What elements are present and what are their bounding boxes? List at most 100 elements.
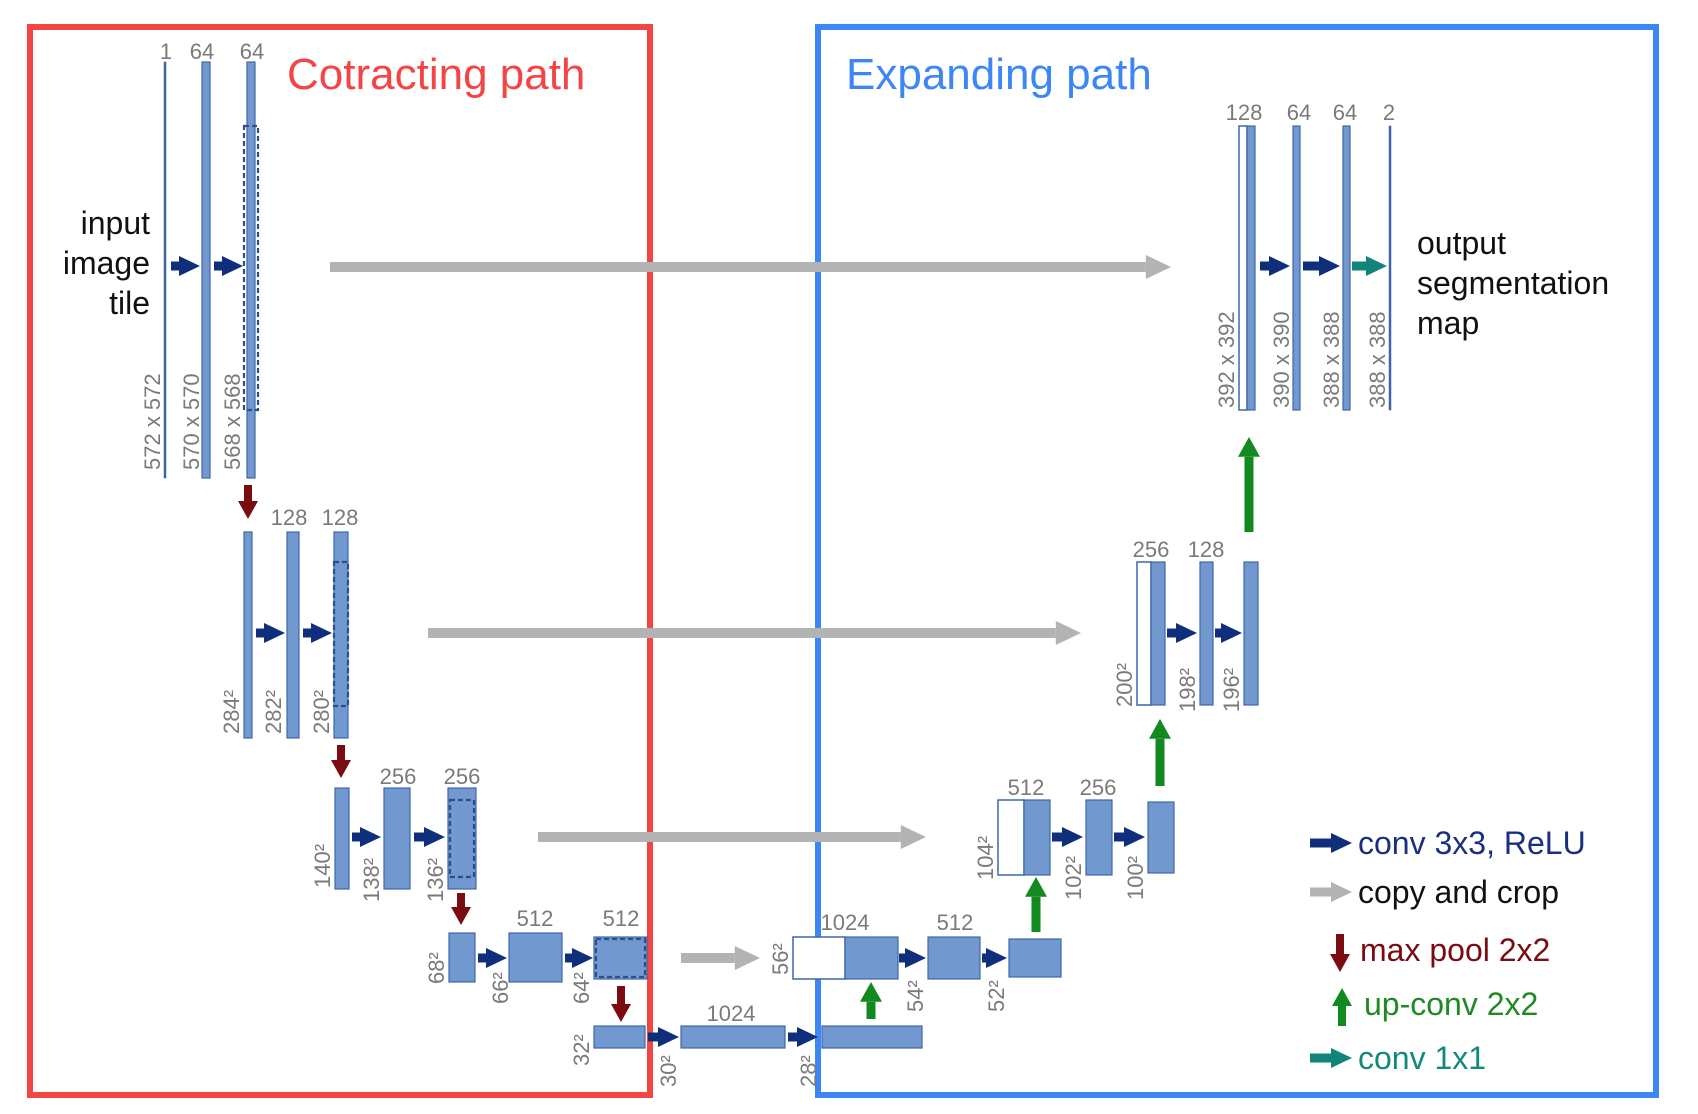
dim-label-sz-200: 200² (1112, 663, 1137, 707)
fmap-l4-conv2 (593, 936, 648, 980)
legend-pool-arrow (1330, 934, 1350, 972)
dim-label-sz-56: 56² (768, 943, 793, 975)
dim-label-ch-128c: 128 (1188, 537, 1225, 562)
fmap-l3-conv1 (383, 787, 411, 890)
input-tile (163, 61, 167, 479)
fmap-up2-conv2 (1243, 561, 1259, 706)
dim-label-sz-68: 68² (424, 952, 449, 984)
dim-label-sz-570: 570 x 570 (179, 373, 204, 470)
fmap-l1-conv1 (201, 61, 211, 479)
max-pool-arrow-1 (238, 485, 258, 519)
fmap-up3-upconv (1023, 799, 1051, 876)
dim-label-ch-256a: 256 (380, 764, 417, 789)
fmap-up1-conv1 (1292, 125, 1301, 411)
fmap-l2-conv1 (286, 531, 300, 739)
fmap-bottom-pool (593, 1025, 646, 1049)
input-label-line-2: image (63, 245, 150, 281)
dim-label-sz-284: 284² (219, 690, 244, 734)
fmap-l3-pool (334, 787, 350, 890)
conv-arrow-12 (982, 948, 1007, 968)
dim-label-ch-512a: 512 (517, 906, 554, 931)
dim-label-ch-128d: 128 (1226, 100, 1263, 125)
dim-label-sz-32: 32² (569, 1034, 594, 1066)
dim-label-sz-388b: 388 x 388 (1365, 311, 1390, 408)
dim-label-ch-256d: 256 (1133, 537, 1170, 562)
dim-label-sz-66: 66² (488, 972, 513, 1004)
fmap-up4-conv1 (927, 936, 981, 980)
conv-arrow-5 (352, 827, 381, 847)
fmap-l3-conv2 (447, 787, 477, 890)
up-conv-arrow-2 (1025, 877, 1047, 932)
fmap-l2-crop (332, 560, 350, 708)
fmap-up1-copy (1238, 125, 1248, 411)
dim-label-sz-388a: 388 x 388 (1319, 311, 1344, 408)
fmap-up3-conv1 (1085, 799, 1113, 876)
dim-label-ch-1: 1 (160, 39, 172, 64)
dim-label-sz-198: 198² (1175, 668, 1200, 712)
conv-arrow-4 (303, 623, 332, 643)
fmap-up4-conv2 (1008, 938, 1062, 978)
dim-label-ch-256c: 256 (1080, 775, 1117, 800)
dim-label-sz-28: 28² (796, 1055, 821, 1087)
legend-up-label: up-conv 2x2 (1364, 986, 1538, 1022)
dim-label-sz-64: 64² (569, 972, 594, 1004)
dim-label-sz-102: 102² (1061, 856, 1086, 900)
dim-label-sz-140: 140² (310, 844, 335, 888)
max-pool-arrow-4 (611, 986, 631, 1022)
fmap-up2-conv1 (1199, 561, 1214, 706)
conv-arrow-9 (648, 1027, 679, 1047)
output-map (1388, 125, 1392, 411)
copy-crop-arrow-4 (681, 946, 760, 970)
dim-label-sz-54: 54² (903, 980, 928, 1012)
fmap-l4-pool (448, 932, 476, 983)
legend-conv-arrow (1310, 833, 1352, 853)
fmap-up1-conv2 (1342, 125, 1351, 411)
legend-conv1x1-label: conv 1x1 (1358, 1040, 1486, 1076)
dim-label-ch-128a: 128 (271, 505, 308, 530)
fmap-bottom-conv1 (680, 1025, 786, 1049)
operation-arrows (171, 256, 1387, 1047)
dim-label-ch-2: 2 (1383, 100, 1395, 125)
fmap-l4-conv1 (508, 932, 563, 983)
dim-label-sz-568: 568 x 568 (220, 373, 245, 470)
fmap-up1-upconv (1246, 125, 1256, 411)
legend-item-conv: conv 3x3, ReLU (1310, 825, 1586, 861)
dim-label-ch-64a: 64 (190, 39, 214, 64)
conv-arrow-13 (1052, 827, 1083, 847)
dim-label-sz-30: 30² (656, 1055, 681, 1087)
fmap-l3-crop (448, 798, 476, 879)
dim-label-sz-136: 136² (423, 858, 448, 902)
fmap-l1-crop (242, 124, 260, 412)
copy-crop-arrow-3 (538, 825, 926, 849)
legend-item-conv1x1: conv 1x1 (1310, 1040, 1486, 1076)
conv1x1-arrow (1352, 256, 1387, 276)
conv-arrow-17 (1260, 256, 1290, 276)
conv-arrow-1 (171, 256, 200, 276)
dim-label-ch-64d: 64 (1333, 100, 1357, 125)
fmap-l4-crop (594, 937, 647, 979)
fmap-l2-pool (243, 531, 253, 739)
copy-crop-arrow-1 (330, 255, 1171, 279)
max-pool-arrow-3 (451, 893, 471, 925)
fmap-up3-conv2 (1147, 801, 1175, 874)
max-pool-arrow-2 (331, 745, 351, 778)
expanding-path-title: Expanding path (846, 50, 1152, 99)
conv-arrow-18 (1303, 256, 1340, 276)
dim-label-ch-512b: 512 (603, 906, 640, 931)
dim-label-ch-64b: 64 (240, 39, 264, 64)
conv-arrow-11 (899, 948, 926, 968)
dim-label-ch-256b: 256 (444, 764, 481, 789)
dim-label-sz-392: 392 x 392 (1214, 311, 1239, 408)
contracting-path-frame (27, 24, 653, 1098)
dim-label-sz-390: 390 x 390 (1269, 311, 1294, 408)
input-label-line-3: tile (109, 285, 150, 321)
dim-label-sz-196: 196² (1219, 668, 1244, 712)
up-conv-arrow-4 (1238, 437, 1260, 532)
conv-arrow-6 (414, 827, 445, 847)
conv-arrow-2 (214, 256, 243, 276)
legend-copy-arrow (1310, 882, 1352, 902)
dim-label-ch-512c: 512 (937, 910, 974, 935)
